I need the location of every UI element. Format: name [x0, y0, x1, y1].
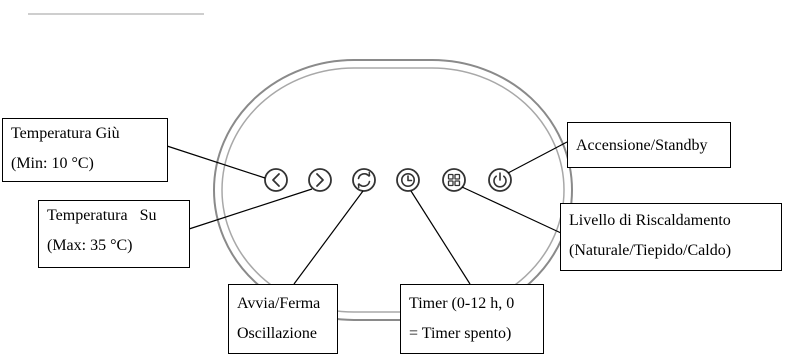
- label-timer: Timer (0-12 h, 0 = Timer spento): [400, 284, 544, 354]
- temperature-up-button[interactable]: [308, 168, 332, 192]
- label-oscillation-line2: Oscillazione: [237, 325, 317, 342]
- grid-icon: [447, 173, 461, 187]
- label-heat-level-word3: Riscaldamento: [635, 212, 731, 229]
- label-power-line1: Accensione/Standby: [576, 137, 708, 154]
- temperature-down-button[interactable]: [264, 168, 288, 192]
- leader-temp-down: [166, 145, 266, 179]
- label-temperature-down-range: (Min: 10 °C): [11, 155, 94, 172]
- label-temperature-up-range: (Max: 35 °C): [47, 237, 133, 254]
- chevron-right-icon: [316, 173, 324, 187]
- label-temperature-down: Temperatura Giù (Min: 10 °C): [2, 118, 168, 182]
- oscillation-button[interactable]: [352, 168, 376, 192]
- leader-heat-level: [461, 186, 562, 234]
- label-temperature-up-direction: Su: [139, 207, 157, 224]
- timer-button[interactable]: [396, 168, 420, 192]
- label-heat-level-word1: Livello: [569, 212, 616, 229]
- label-temperature-up: Temperatura Su (Max: 35 °C): [38, 200, 190, 268]
- label-heat-level-options: (Naturale/Tiepido/Caldo): [569, 242, 732, 259]
- leader-power: [507, 141, 568, 174]
- label-timer-line2: = Timer spento): [409, 325, 512, 342]
- label-temperature-down-word: Temperatura: [11, 125, 92, 142]
- panel-outer-outline: [213, 59, 573, 321]
- label-oscillation-line1: Avvia/Ferma: [237, 295, 321, 312]
- leader-lines: [166, 141, 568, 285]
- label-temperature-up-word: Temperatura: [47, 207, 128, 224]
- label-heat-level: Livello di Riscaldamento (Naturale/Tiepi…: [560, 203, 782, 271]
- label-heat-level-word2: di: [619, 212, 632, 229]
- leader-temp-up: [188, 188, 313, 230]
- power-button[interactable]: [488, 168, 512, 192]
- label-oscillation: Avvia/Ferma Oscillazione: [228, 284, 338, 354]
- label-power: Accensione/Standby: [567, 122, 731, 168]
- heat-level-button[interactable]: [442, 168, 466, 192]
- power-icon: [493, 172, 507, 188]
- panel-inner-outline: [221, 67, 565, 313]
- leader-oscillation: [293, 190, 364, 285]
- leader-timer: [410, 190, 471, 285]
- label-timer-line1: Timer (0-12 h, 0: [409, 295, 515, 312]
- rotate-arrows-icon: [357, 171, 371, 189]
- clock-icon: [400, 173, 415, 188]
- label-temperature-down-direction: Giù: [95, 125, 120, 142]
- chevron-left-icon: [272, 173, 280, 187]
